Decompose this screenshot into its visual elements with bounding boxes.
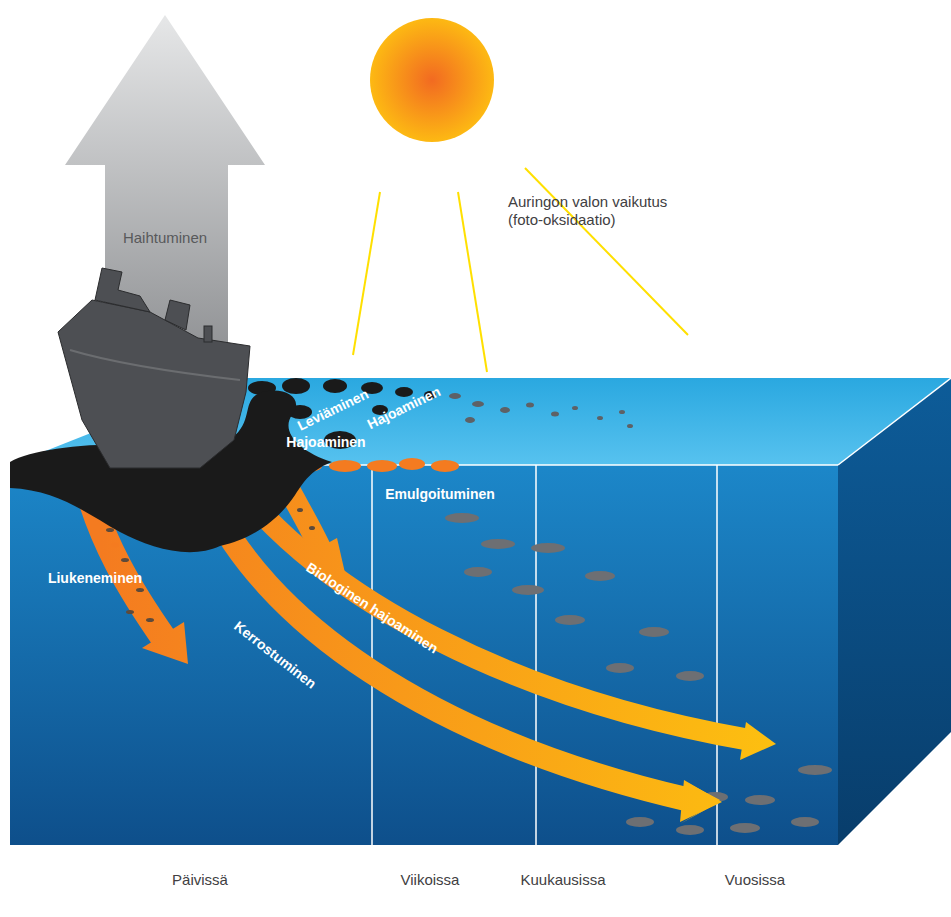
process-label: Biologinen hajoaminen [303,559,441,657]
sun-note: Auringon valon vaikutus (foto-oksidaatio… [508,193,698,229]
process-label: Haihtuminen [123,229,207,247]
process-label: Kerrostuminen [231,618,320,693]
time-label: Päivissä [172,871,228,889]
process-label: Hajoaminen [286,434,365,451]
time-label: Kuukausissa [520,871,605,889]
time-label: Viikoissa [401,871,460,889]
process-label: Liukeneminen [48,570,142,587]
time-label: Vuosissa [725,871,785,889]
process-label: Emulgoituminen [385,486,495,503]
process-label: Hajoaminen [365,383,444,433]
process-label: Leviäminen [295,386,372,435]
